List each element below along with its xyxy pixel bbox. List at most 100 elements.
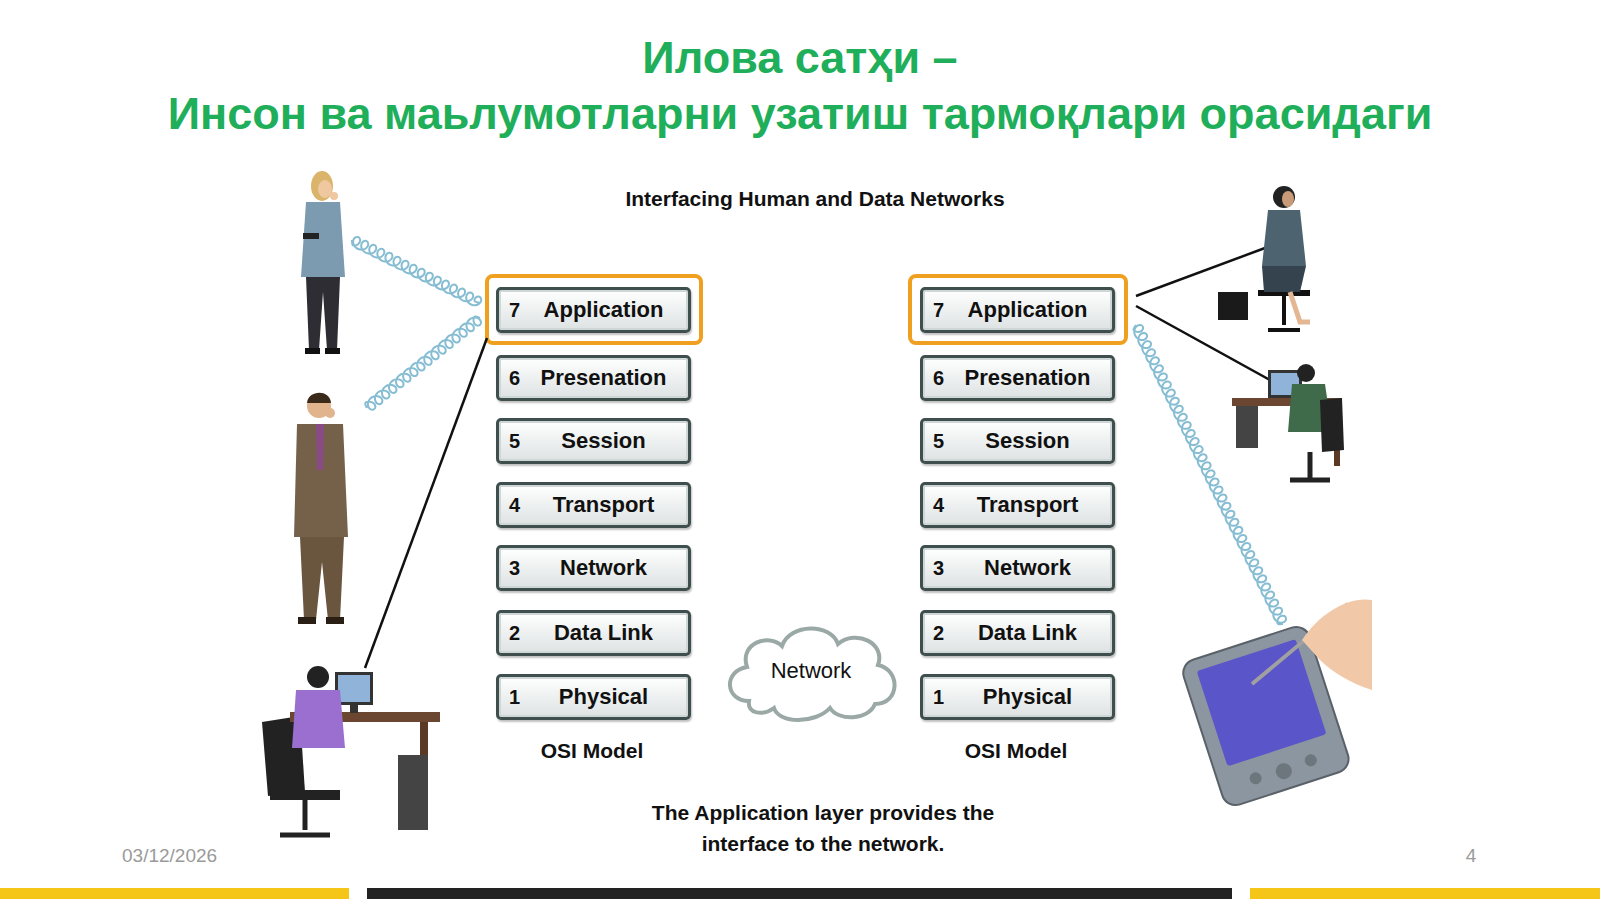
seated-woman [1262, 210, 1306, 266]
network-cloud: Network [719, 615, 903, 727]
layer-name: Data Link [534, 620, 653, 646]
osi-layer-box: 1Physical [920, 674, 1115, 720]
layer-name: Application [524, 297, 664, 323]
layer-name: Session [541, 428, 645, 454]
man-with-phone [300, 537, 344, 620]
man-with-phone [326, 617, 344, 624]
osi-layer-box: 4 Transport [496, 482, 691, 528]
title-spacer [1010, 30, 1580, 60]
osi-layer-box: 2 Data Link [496, 610, 691, 656]
osi-layer-box: 5 Session [920, 418, 1115, 464]
slide-date: 03/12/2026 [122, 845, 217, 867]
pda-with-stylus [1302, 599, 1372, 690]
osi-layer-box: 4Transport [920, 482, 1115, 528]
person-at-computer [338, 675, 370, 702]
stack-label: OSI Model [541, 739, 644, 763]
man-with-phone [307, 393, 331, 403]
osi-layer-box: 1 Physical [496, 674, 691, 720]
layer-name: Session [965, 428, 1069, 454]
person-at-computer [303, 800, 308, 830]
wireless-coil [352, 237, 481, 305]
osi-layer-box: 6Presenation [920, 355, 1115, 401]
seated-woman [1273, 186, 1295, 208]
wireless-coil [352, 237, 1286, 624]
woman-with-phone [325, 348, 340, 354]
osi-layer-box: 5 Session [496, 418, 691, 464]
seated-woman [1282, 296, 1286, 325]
person-at-computer [1290, 478, 1330, 483]
woman-with-phone [306, 277, 340, 350]
woman-with-phone [305, 348, 320, 354]
layer-name: Transport [533, 492, 654, 518]
pda-with-stylus [1180, 599, 1372, 808]
layer-number: 7 [933, 299, 944, 322]
pda-with-stylus [1303, 753, 1318, 768]
layer-number: 5 [509, 430, 520, 453]
diagram-subtitle: Interfacing Human and Data Networks [625, 187, 1004, 211]
layer-number: 3 [933, 557, 944, 580]
pda-with-stylus [1274, 761, 1294, 781]
stack-label: OSI Model [965, 739, 1068, 763]
layer-number: 6 [509, 367, 520, 390]
layer-number: 3 [509, 557, 520, 580]
person-at-computer [1232, 364, 1344, 480]
woman-with-phone [311, 171, 333, 201]
seated-woman [1218, 186, 1310, 330]
layer-number: 5 [933, 430, 944, 453]
layer-name: Network [964, 555, 1071, 581]
application-highlight [487, 276, 701, 343]
person-at-computer [1308, 452, 1313, 478]
layer-name: Data Link [958, 620, 1077, 646]
woman-with-phone [301, 202, 345, 277]
person-at-computer [307, 666, 329, 688]
osi-layer-box: 7Application [920, 287, 1115, 333]
osi-layer-box: 2Data Link [920, 610, 1115, 656]
person-at-computer [270, 790, 340, 800]
layer-name: Presenation [945, 365, 1091, 391]
application-highlight [910, 276, 1126, 343]
layer-number: 6 [933, 367, 944, 390]
layer-number: 2 [509, 622, 520, 645]
layer-name: Presenation [521, 365, 667, 391]
seated-woman [1268, 328, 1300, 332]
layer-name: Physical [963, 684, 1072, 710]
layer-name: Physical [539, 684, 648, 710]
person-at-computer [350, 705, 358, 713]
osi-layer-box: 3 Network [496, 545, 691, 591]
woman-with-phone [318, 180, 332, 198]
layer-number: 7 [509, 299, 520, 322]
seated-woman [1262, 266, 1306, 292]
person-at-computer [1320, 398, 1344, 452]
layer-number: 4 [509, 494, 520, 517]
person-at-computer [1236, 406, 1258, 448]
layer-number: 4 [933, 494, 944, 517]
person-at-computer [1297, 364, 1315, 382]
man-with-phone [316, 424, 324, 470]
person-at-computer [292, 690, 345, 748]
leader-line [365, 248, 1288, 668]
woman-with-phone [330, 192, 338, 200]
cloud-label: Network [771, 658, 852, 684]
man-with-phone [325, 408, 335, 418]
woman-with-phone [303, 233, 319, 239]
wireless-coil [1133, 325, 1286, 624]
seated-woman [1282, 191, 1294, 207]
footer-bars [0, 888, 1600, 899]
footer-bars [0, 888, 349, 899]
layer-name: Network [540, 555, 647, 581]
person-at-computer [398, 755, 428, 830]
woman-with-phone [301, 171, 345, 354]
title-text: Илова сатҳи – Инсон ва маьлумотларни уза… [168, 32, 1433, 139]
wireless-coil [365, 316, 481, 409]
pda-with-stylus [1248, 771, 1263, 786]
pda-with-stylus [1197, 639, 1327, 766]
leader-line [1136, 248, 1265, 296]
layer-number: 1 [509, 686, 520, 709]
cloud-outline [730, 628, 895, 720]
osi-layer-box: 6Presenation [496, 355, 691, 401]
osi-layer-box: 3 Network [920, 545, 1115, 591]
slide-title: Илова сатҳи – Инсон ва маьлумотларни уза… [20, 30, 1580, 142]
seated-woman [1218, 292, 1248, 320]
man-with-phone [294, 393, 348, 624]
